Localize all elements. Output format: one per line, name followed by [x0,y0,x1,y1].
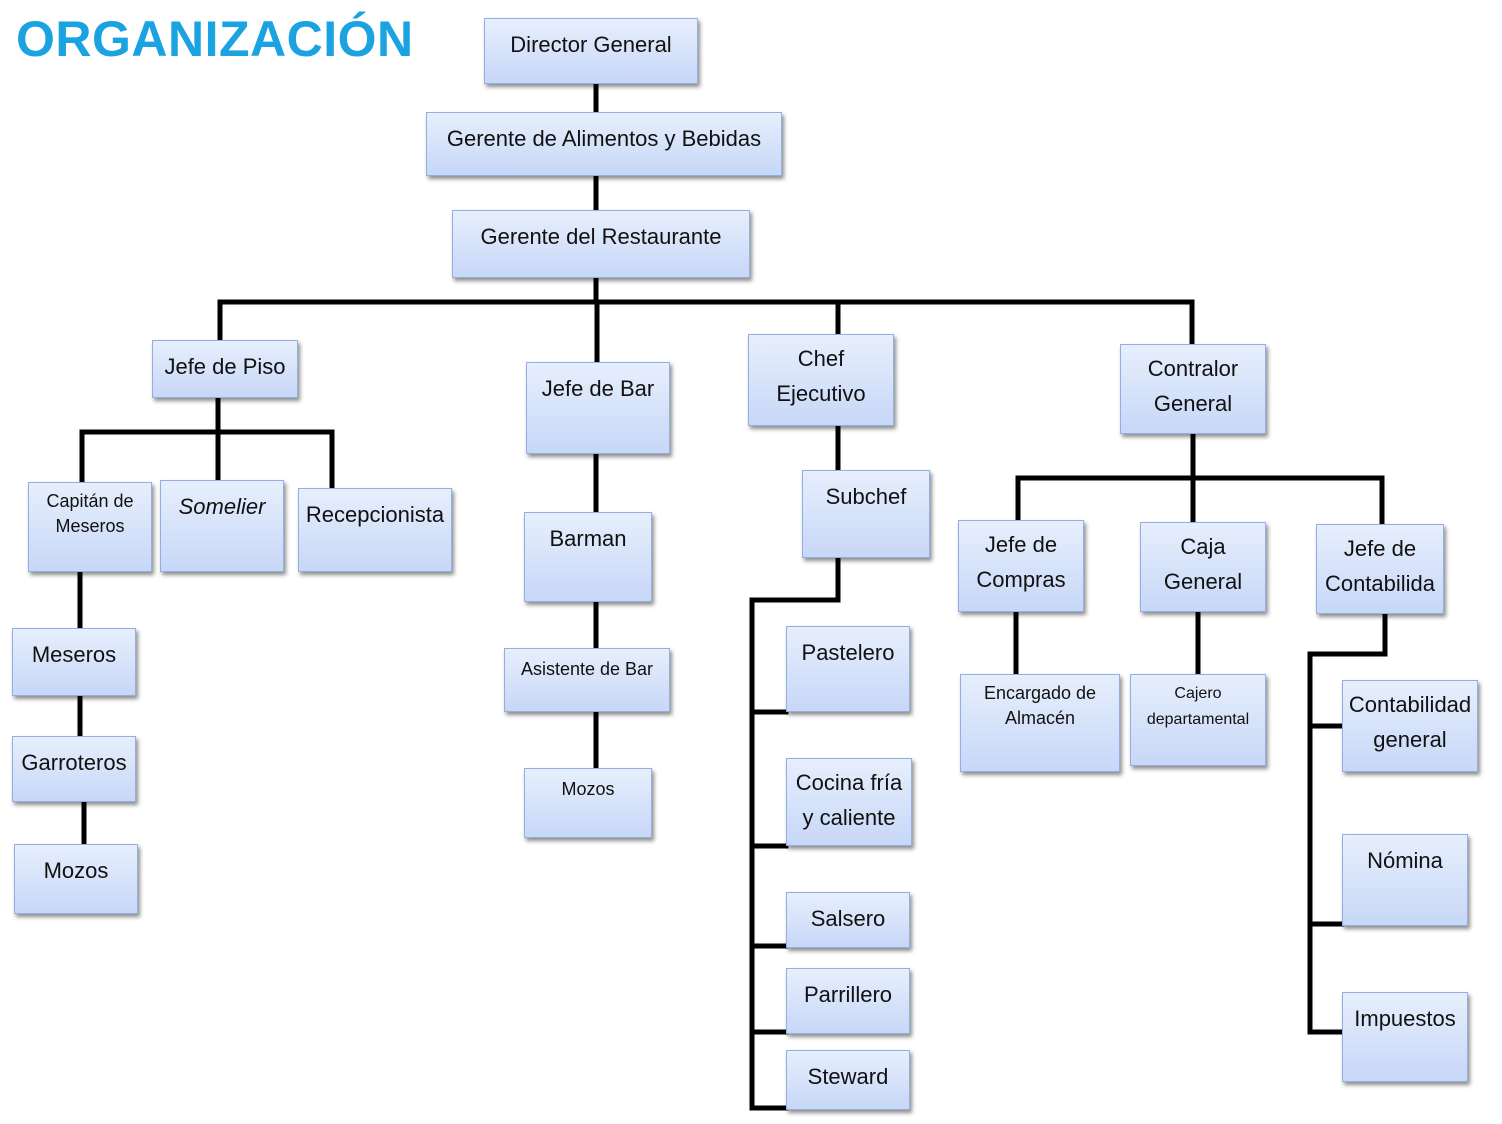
node-label: y caliente [802,805,896,831]
node-label: Cajero [1174,685,1222,702]
node-steward: Steward [786,1050,910,1110]
node-caja-general: Caja General [1140,522,1266,612]
node-cajero-departamental: Cajero departamental [1130,674,1266,766]
node-label: Mozos [561,779,615,799]
node-label: Subchef [825,484,907,509]
node-label: Pastelero [801,640,895,665]
page-title: ORGANIZACIÓN [16,11,414,67]
node-jefe-de-bar: Jefe de Bar [526,362,670,454]
node-label: Almacén [1004,708,1076,729]
node-jefe-de-contabilidad: Jefe de Contabilida [1316,524,1444,614]
node-capitan-de-meseros: Capitán de Meseros [28,482,152,572]
node-label: Garroteros [21,750,127,775]
node-label: Meseros [31,642,117,667]
node-pastelero: Pastelero [786,626,910,712]
node-label: Steward [807,1064,889,1089]
node-label: Ejecutivo [776,381,866,407]
node-label: General [1153,391,1233,417]
node-label: Recepcionista [305,502,445,527]
node-salsero: Salsero [786,892,910,948]
node-nomina: Nómina [1342,834,1468,926]
node-mozos-piso: Mozos [14,844,138,914]
node-label: Contralor [1147,356,1239,381]
node-mozos-bar: Mozos [524,768,652,838]
node-impuestos: Impuestos [1342,992,1468,1082]
node-label: Asistente de Bar [520,659,654,679]
node-label: Meseros [55,516,125,537]
node-label: Gerente del Restaurante [480,224,722,249]
node-label: Gerente de Alimentos y Bebidas [446,126,762,151]
node-gerente-alimentos-bebidas: Gerente de Alimentos y Bebidas [426,112,782,176]
node-garroteros: Garroteros [12,736,136,802]
node-encargado-almacen: Encargado de Almacén [960,674,1120,772]
node-cocina-fria-caliente: Cocina fría y caliente [786,758,912,846]
node-label: Mozos [43,858,109,883]
node-recepcionista: Recepcionista [298,488,452,572]
node-label: Contabilida [1324,571,1436,597]
node-label: Encargado de [983,683,1097,703]
node-label: Jefe de Piso [164,354,286,379]
node-label: Impuestos [1354,1006,1456,1031]
node-label: Jefe de [984,532,1058,557]
node-contabilidad-general: Contabilidad general [1342,680,1478,772]
node-label: Cocina fría [795,770,903,795]
node-contralor-general: Contralor General [1120,344,1266,434]
node-label: Compras [976,567,1066,593]
node-subchef: Subchef [802,470,930,558]
node-label: Capitán de [46,491,134,511]
node-label: Jefe de Bar [541,376,655,401]
node-label: Nómina [1367,848,1443,873]
node-label: Chef [797,346,845,371]
node-label: Salsero [810,906,886,931]
node-label: Parrillero [803,982,893,1007]
node-label: Jefe de [1343,536,1417,561]
node-jefe-de-piso: Jefe de Piso [152,340,298,398]
node-chef-ejecutivo: Chef Ejecutivo [748,334,894,426]
node-label: departamental [1146,710,1250,728]
node-label: Somelier [178,494,266,519]
node-meseros: Meseros [12,628,136,696]
node-jefe-de-compras: Jefe de Compras [958,520,1084,612]
node-barman: Barman [524,512,652,602]
node-director-general: Director General [484,18,698,84]
node-somelier: Somelier [160,480,284,572]
node-label: Barman [549,526,627,551]
node-asistente-de-bar: Asistente de Bar [504,648,670,712]
node-label: Director General [510,32,672,57]
node-parrillero: Parrillero [786,968,910,1034]
node-label: Contabilidad [1348,692,1472,717]
node-label: general [1373,727,1447,753]
node-label: General [1163,569,1243,595]
node-gerente-restaurante: Gerente del Restaurante [452,210,750,278]
node-label: Caja [1180,534,1226,559]
